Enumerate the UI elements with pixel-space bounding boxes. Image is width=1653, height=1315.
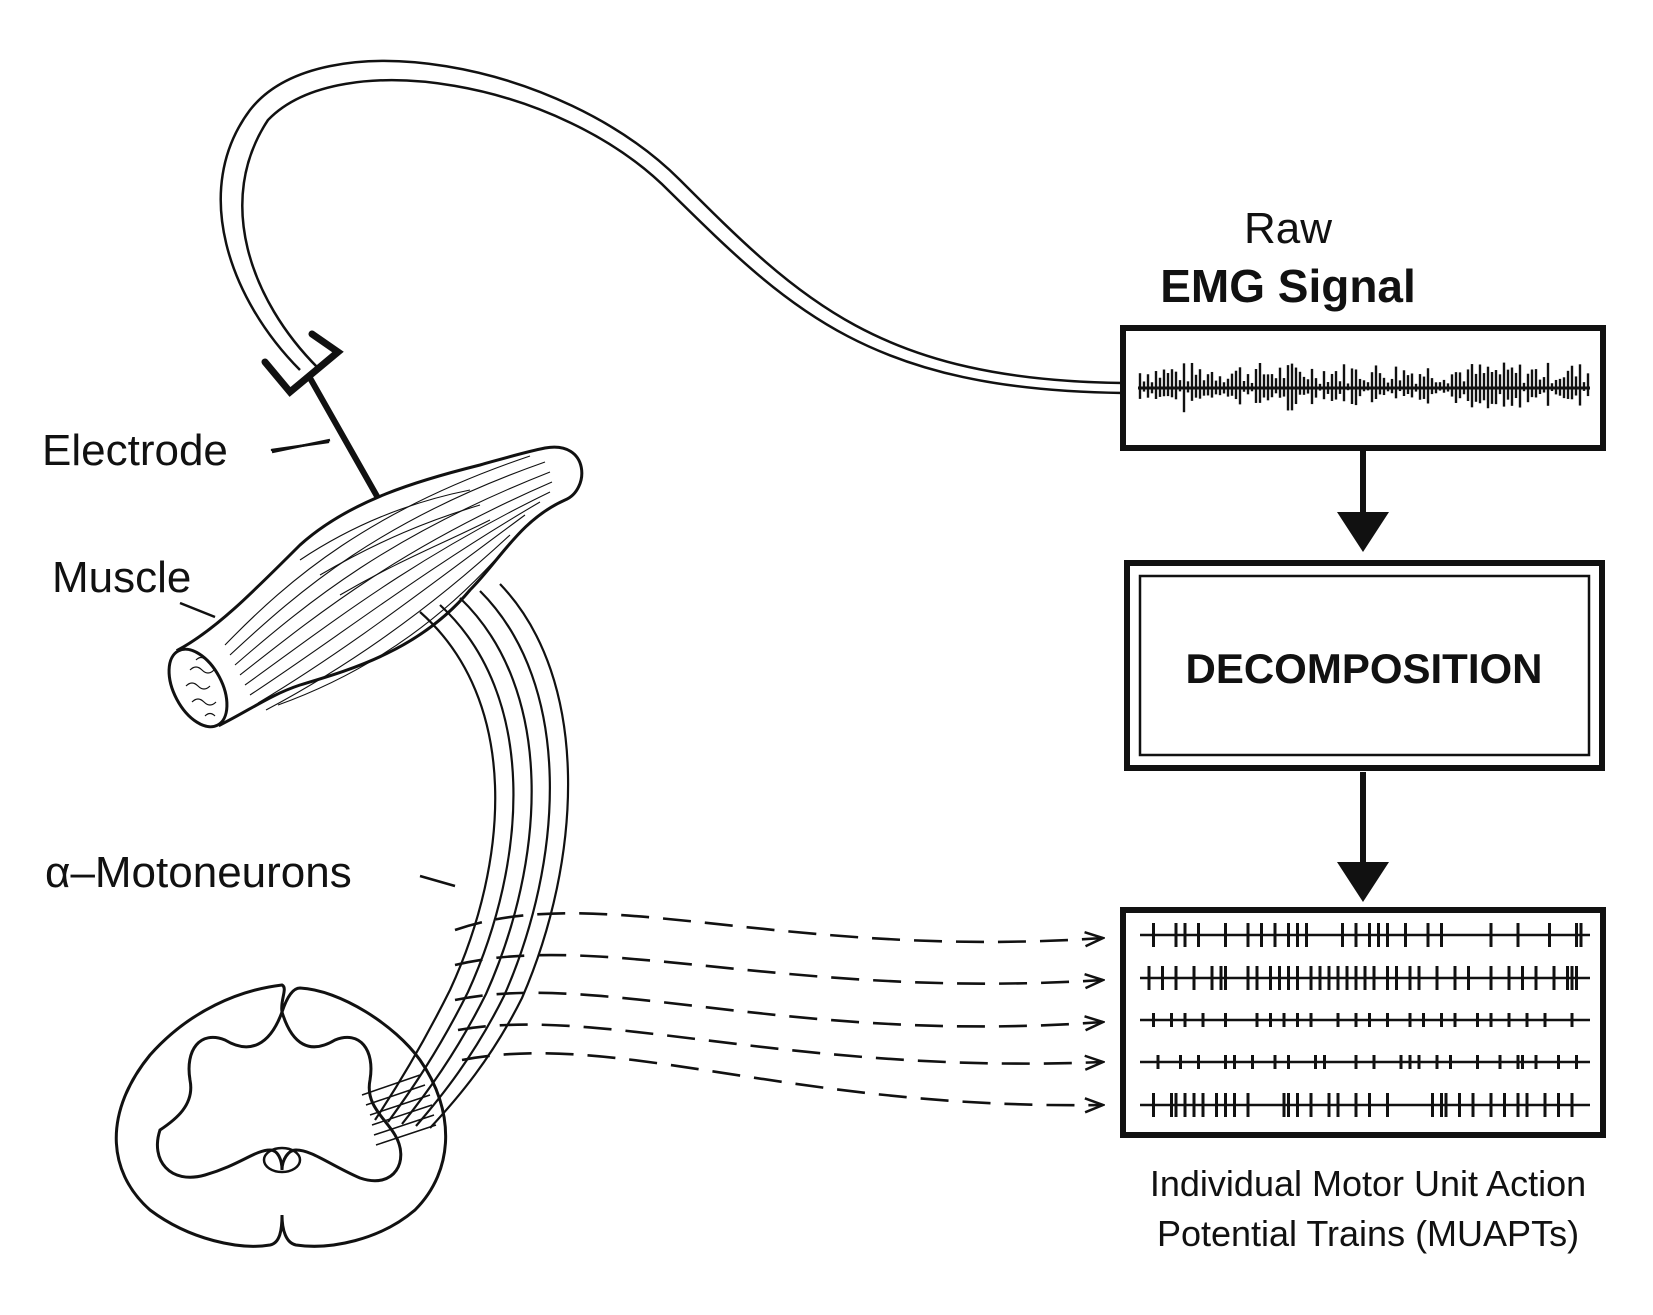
electrode-leader [271,438,331,454]
muapt-trains [1140,923,1590,1117]
decomposition-label: DECOMPOSITION [1185,645,1542,692]
decomposition-box: DECOMPOSITION [1124,560,1605,771]
motoneurons-leader [419,874,456,888]
label-motoneurons: α–Motoneurons [45,848,352,897]
raw-title-line2: EMG Signal [1160,260,1416,312]
motoneuron-bundle [374,583,570,1129]
raw-title-line1: Raw [1244,204,1332,253]
arrow-down-icon [1337,512,1389,552]
muscle-leader [179,601,216,619]
motoneuron-hatches [361,1074,437,1146]
muapt-box [1120,907,1606,1138]
label-electrode: Electrode [42,426,228,475]
flow-arrows [1337,448,1389,902]
raw-emg-box [1120,325,1606,451]
muapt-caption-line1: Individual Motor Unit Action [1150,1163,1586,1204]
muscle-icon [167,445,584,729]
muapt-caption-line2: Potential Trains (MUAPTs) [1157,1213,1579,1254]
raw-emg-waveform [1138,362,1590,413]
left-labels: Electrode Muscle α–Motoneurons [42,426,352,897]
arrow-down-icon [1337,862,1389,902]
spinal-cord-icon [114,983,448,1248]
electrode-cable [219,59,1124,395]
dashed-arrows [454,912,1103,1105]
label-muscle: Muscle [52,553,191,602]
